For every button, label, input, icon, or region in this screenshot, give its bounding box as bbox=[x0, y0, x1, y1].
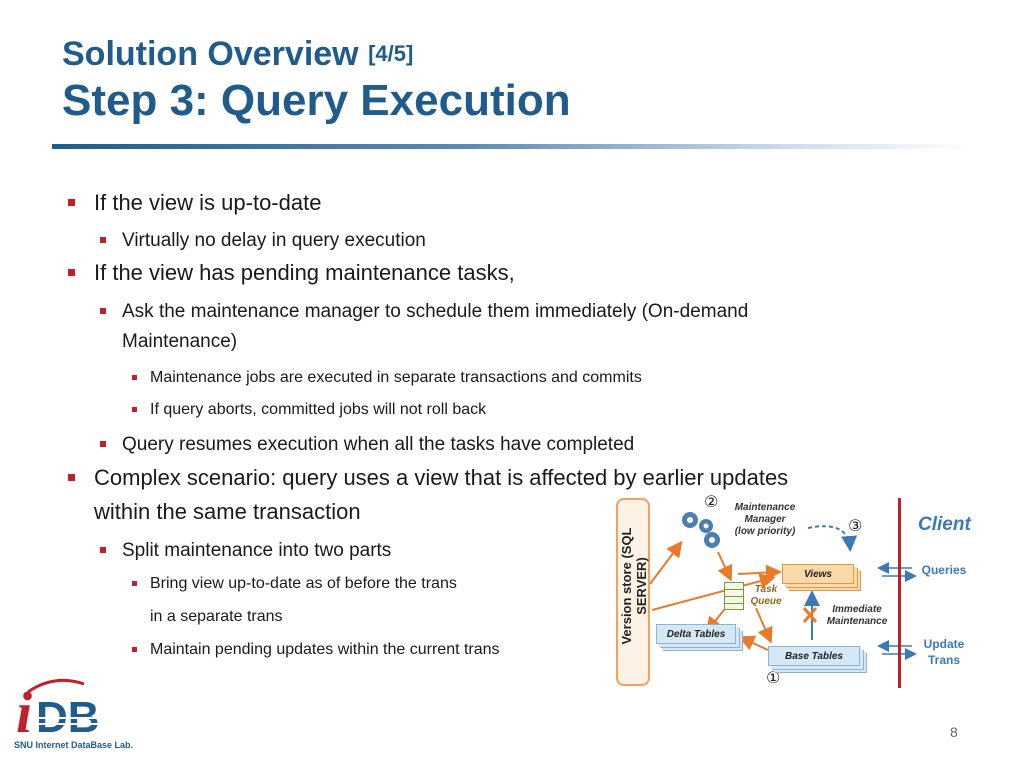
cross-icon bbox=[802, 607, 818, 623]
bullet-item: If query aborts, committed jobs will not… bbox=[132, 399, 486, 421]
bullet-item: Bring view up-to-date as of before the t… bbox=[132, 573, 457, 595]
task-queue-icon bbox=[724, 582, 744, 610]
bullet-marker-icon bbox=[100, 308, 106, 314]
svg-text:DB: DB bbox=[36, 693, 100, 740]
step-2-marker: ② bbox=[704, 494, 719, 511]
page-number: 8 bbox=[950, 724, 958, 740]
queries-label: Queries bbox=[921, 563, 967, 577]
bullet-item-continuation: within the same transaction bbox=[94, 499, 361, 524]
bullet-marker-icon bbox=[68, 199, 75, 206]
idb-logo-icon: i DB bbox=[16, 678, 126, 745]
task-queue-label: Task Queue bbox=[750, 584, 782, 607]
immediate-maintenance-label: Immediate Maintenance bbox=[826, 604, 888, 627]
bullet-item: Virtually no delay in query execution bbox=[100, 226, 426, 256]
bullet-marker-icon bbox=[132, 581, 137, 586]
title-line-1: Solution Overview [4/5] bbox=[62, 34, 571, 74]
step-1-marker: ① bbox=[766, 670, 781, 687]
maintenance-manager-label: Maintenance Manager (low priority) bbox=[734, 502, 796, 537]
bullet-marker-icon bbox=[132, 375, 137, 380]
architecture-diagram: Version store (SQL SERVER) ② bbox=[612, 490, 992, 690]
title-line-2: Step 3: Query Execution bbox=[62, 76, 571, 125]
bullet-marker-icon bbox=[100, 547, 106, 553]
bullet-item: If the view has pending maintenance task… bbox=[68, 258, 515, 288]
bullet-marker-icon bbox=[68, 474, 75, 481]
bullet-marker-icon bbox=[132, 407, 137, 412]
bullet-item: If the view is up-to-date bbox=[68, 188, 321, 218]
logo-subtitle: SNU Internet DataBase Lab. bbox=[14, 740, 134, 750]
update-trans-label: Update Trans bbox=[923, 637, 965, 667]
bullet-item-continuation: Maintenance) bbox=[122, 331, 238, 352]
idb-logo: i DB SNU Internet DataBase Lab. bbox=[14, 678, 134, 754]
bullet-item: Query resumes execution when all the tas… bbox=[100, 430, 634, 460]
bullet-marker-icon bbox=[100, 441, 106, 447]
svg-text:i: i bbox=[16, 680, 32, 740]
bullet-marker-icon bbox=[68, 269, 75, 276]
dashed-arrow-icon bbox=[807, 525, 858, 552]
bullet-item: Ask the maintenance manager to schedule … bbox=[100, 297, 748, 327]
bullet-item: Maintenance jobs are executed in separat… bbox=[132, 367, 642, 389]
gear-icon bbox=[682, 512, 720, 548]
title-page-marker: [4/5] bbox=[368, 41, 414, 66]
version-store-box bbox=[616, 498, 650, 686]
client-label: Client bbox=[918, 514, 971, 535]
title-text: Solution Overview bbox=[62, 35, 359, 73]
delta-tables-box: Delta Tables bbox=[656, 624, 736, 644]
bullet-marker-icon bbox=[132, 647, 137, 652]
step-3-marker: ③ bbox=[848, 518, 863, 535]
bullet-marker-icon bbox=[100, 237, 106, 243]
views-box: Views bbox=[782, 564, 854, 584]
slide-title: Solution Overview [4/5] Step 3: Query Ex… bbox=[62, 34, 571, 126]
client-separator bbox=[898, 498, 901, 688]
base-tables-box: Base Tables bbox=[768, 646, 860, 666]
bullet-item: Complex scenario: query uses a view that… bbox=[68, 463, 788, 493]
bullet-item-continuation: in a separate trans bbox=[150, 608, 283, 625]
bullet-item: Split maintenance into two parts bbox=[100, 536, 391, 566]
title-divider bbox=[52, 144, 972, 149]
bullet-item: Maintain pending updates within the curr… bbox=[132, 639, 500, 661]
